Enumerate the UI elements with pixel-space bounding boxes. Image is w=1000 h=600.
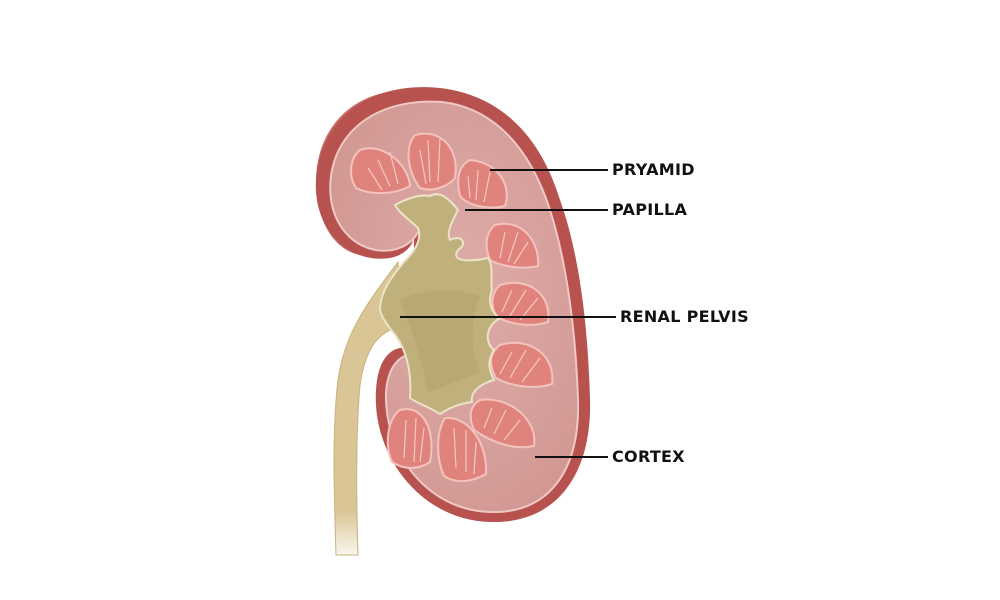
renal-pelvis-label: RENAL PELVIS <box>620 307 749 326</box>
renal-pyramids <box>350 132 554 482</box>
pyramid <box>490 341 554 388</box>
cortex-label: CORTEX <box>612 447 685 466</box>
pyramid <box>350 147 412 194</box>
papilla-label: PAPILLA <box>612 200 688 219</box>
pyramid-label: PRYAMID <box>612 160 695 179</box>
renal-pelvis-shadow <box>400 290 480 392</box>
ureter <box>333 260 406 556</box>
renal-pelvis <box>378 193 502 416</box>
pyramid <box>407 132 457 191</box>
pyramid <box>469 398 536 449</box>
pyramid-striations <box>367 137 541 475</box>
pyramid <box>485 222 540 269</box>
pyramid <box>491 281 550 326</box>
leader-lines <box>400 169 616 458</box>
